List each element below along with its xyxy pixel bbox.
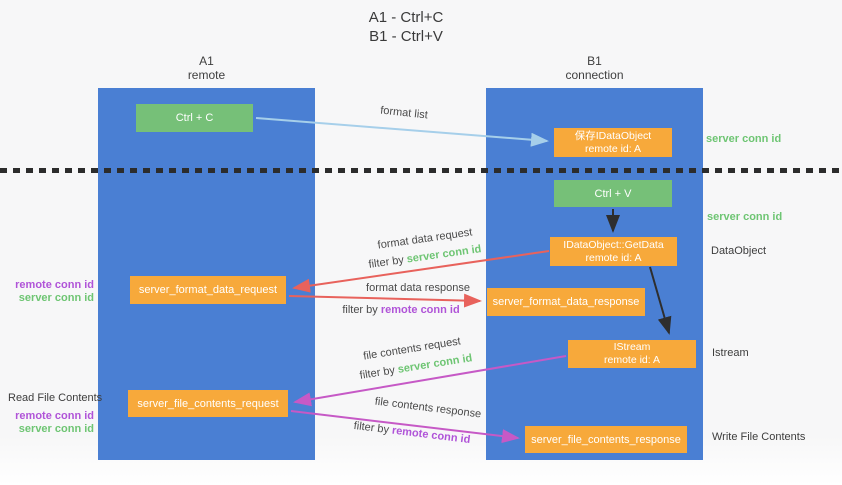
filter-by-text: filter by xyxy=(358,363,399,382)
conn-id-group-format: remote conn id server conn id xyxy=(10,279,94,305)
lane-header-b1: B1 connection xyxy=(486,54,703,82)
label-filter-by-remote-conn-id-1: filter by remote conn id xyxy=(340,304,462,316)
node-getdata-line2: remote id: A xyxy=(585,251,642,264)
server-conn-id-text: server conn id xyxy=(405,243,483,266)
node-file-response-label: server_file_contents_response xyxy=(531,433,681,446)
node-istream-line1: IStream xyxy=(613,341,651,353)
node-ctrl-c: Ctrl + C xyxy=(136,104,253,132)
node-server-format-data-request: server_format_data_request xyxy=(130,276,286,304)
lane-b1-name: B1 xyxy=(587,54,602,68)
node-ctrl-c-label: Ctrl + C xyxy=(175,112,214,124)
copy-paste-separator-line xyxy=(0,168,842,173)
node-file-request-label: server_file_contents_request xyxy=(137,397,279,410)
label-server-conn-id-left-2: server conn id xyxy=(18,423,94,435)
label-dataobject: DataObject xyxy=(711,245,767,257)
server-conn-id-text: server conn id xyxy=(396,352,474,376)
node-istream: IStream remote id: A xyxy=(568,340,696,368)
title-line-1: A1 - Ctrl+C xyxy=(368,9,444,26)
lane-a1-name: A1 xyxy=(199,54,214,68)
label-istream: Istream xyxy=(712,347,749,359)
node-server-file-contents-request: server_file_contents_request xyxy=(128,390,288,417)
conn-id-group-file: remote conn id server conn id xyxy=(10,410,94,436)
filter-by-text: filter by xyxy=(367,253,408,271)
label-server-conn-id-left-1: server conn id xyxy=(18,292,94,304)
node-format-request-label: server_format_data_request xyxy=(138,284,278,296)
remote-conn-id-text: remote conn id xyxy=(380,304,460,316)
node-server-file-contents-response: server_file_contents_response xyxy=(525,426,687,453)
node-getdata-line1: IDataObject::GetData xyxy=(563,238,664,251)
filter-by-text: filter by xyxy=(342,304,381,316)
diagram-title: A1 - Ctrl+C B1 - Ctrl+V xyxy=(306,8,506,46)
lane-header-a1: A1 remote xyxy=(98,54,315,82)
node-istream-line2: remote id: A xyxy=(603,354,661,366)
filter-by-text: filter by xyxy=(353,419,393,437)
label-server-conn-id-right-2: server conn id xyxy=(707,211,783,223)
lane-b1-subtitle: connection xyxy=(565,68,624,82)
node-save-idataobject-line2: remote id: A xyxy=(584,142,642,155)
label-remote-conn-id-left-1: remote conn id xyxy=(15,279,94,291)
node-ctrl-v-label: Ctrl + V xyxy=(594,187,632,200)
label-server-conn-id-right-1: server conn id xyxy=(706,133,782,145)
arrow-format-data-response xyxy=(288,293,482,308)
label-format-list: format list xyxy=(379,104,429,122)
label-write-file-contents: Write File Contents xyxy=(712,431,806,443)
title-line-2: B1 - Ctrl+V xyxy=(369,28,443,45)
label-remote-conn-id-left-2: remote conn id xyxy=(15,410,94,422)
lane-a1-subtitle: remote xyxy=(187,68,226,82)
label-format-data-response: format data response xyxy=(366,282,470,294)
node-save-idataobject: 保存IDataObject remote id: A xyxy=(554,128,672,157)
remote-conn-id-text: remote conn id xyxy=(391,424,471,447)
node-idataobject-getdata: IDataObject::GetData remote id: A xyxy=(550,237,677,266)
label-read-file-contents: Read File Contents xyxy=(8,392,103,404)
node-ctrl-v: Ctrl + V xyxy=(554,180,672,207)
node-save-idataobject-line1: 保存IDataObject xyxy=(574,129,652,142)
node-format-response-label: server_format_data_response xyxy=(492,296,640,308)
node-server-format-data-response: server_format_data_response xyxy=(487,288,645,316)
label-file-contents-response: file contents response xyxy=(374,395,482,421)
label-filter-by-remote-conn-id-2: filter by remote conn id xyxy=(350,419,475,446)
